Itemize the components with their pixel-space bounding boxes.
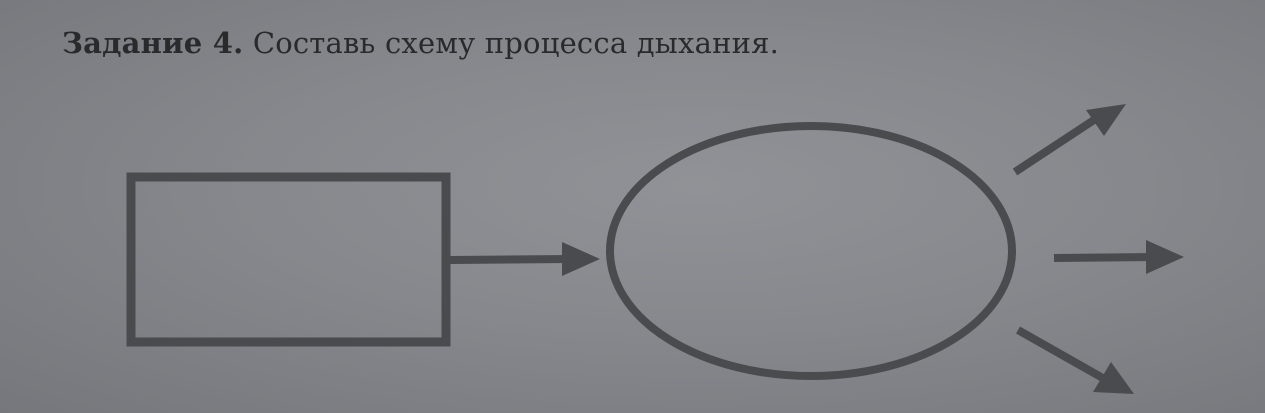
- task-instruction: Составь схему процесса дыхания.: [252, 26, 780, 60]
- arrow-box-to-ellipse: [449, 242, 600, 276]
- task-heading: Задание 4. Составь схему процесса дыхани…: [62, 26, 779, 60]
- input-box: [126, 172, 451, 347]
- task-number-label: Задание 4.: [62, 26, 244, 60]
- arrow-out-lower: [1016, 326, 1134, 394]
- process-ellipse: [606, 122, 1016, 380]
- arrow-out-middle: [1053, 240, 1184, 274]
- arrow-out-upper: [1012, 104, 1126, 176]
